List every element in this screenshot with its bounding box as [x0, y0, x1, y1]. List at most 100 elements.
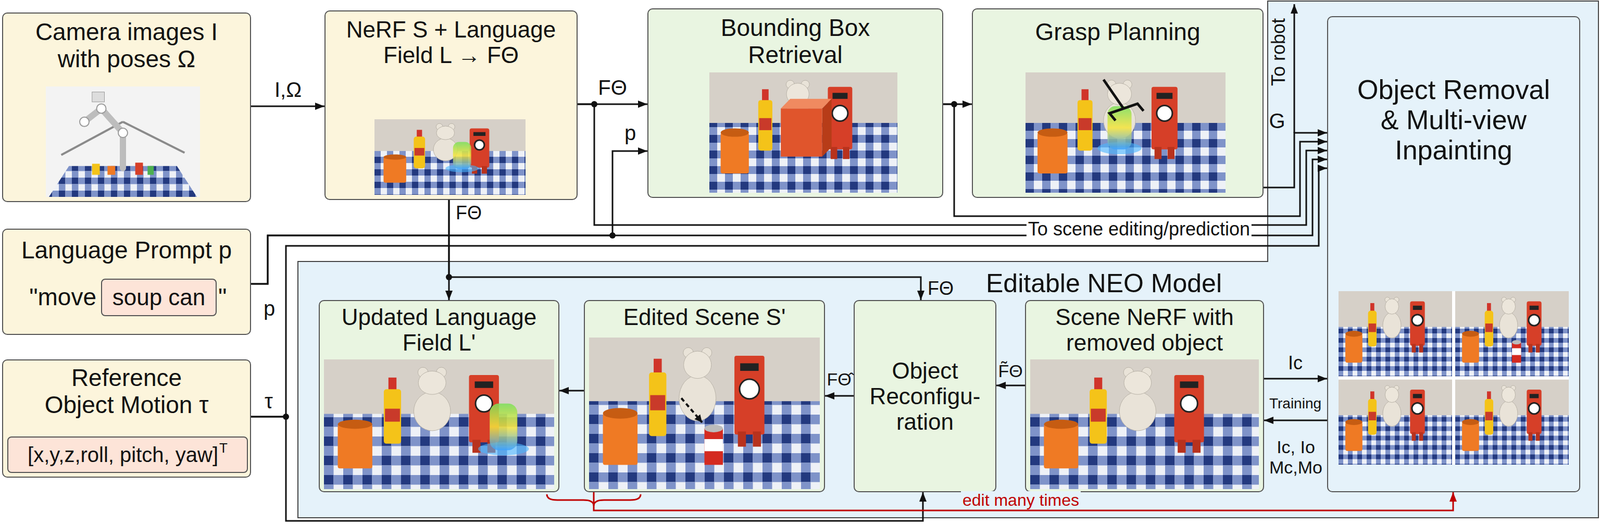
robot-eyes [832, 92, 848, 99]
edge-label: F̃Θ [996, 361, 1024, 381]
cup [1345, 333, 1363, 364]
robot-leg [1411, 432, 1417, 441]
bottle-cap [416, 129, 422, 137]
inpainting-view [1338, 291, 1453, 377]
bottle-label [1078, 118, 1092, 131]
table-object [92, 163, 100, 175]
node-title: NeRF S + Language Field L → FΘ [328, 16, 574, 69]
bottle-cap [1370, 391, 1375, 400]
soup-can-top [704, 424, 723, 433]
heatmap [489, 403, 518, 451]
connector [559, 390, 584, 392]
mustard-bottle [383, 389, 402, 444]
cup [1461, 421, 1480, 452]
arm-joint [79, 117, 90, 127]
mustard-bottle [1077, 100, 1093, 151]
cup-rim [1043, 419, 1079, 429]
robot-leg [1154, 146, 1162, 159]
illustration [45, 86, 200, 197]
cup [1037, 132, 1068, 174]
bottle-label [1368, 323, 1377, 332]
bounding-box-side [822, 98, 832, 157]
motion-arrow [681, 397, 703, 423]
highlight-box: [x,y,z,roll, pitch, yaw]T [7, 436, 248, 473]
bottle-cap [1081, 89, 1089, 102]
bear-head [1384, 298, 1399, 315]
cup-rim [383, 154, 407, 160]
bear-body [1499, 400, 1518, 427]
arm-joint [96, 103, 107, 114]
robot-dial [739, 379, 760, 399]
heatmap [453, 142, 472, 170]
edge-label: τ [263, 390, 275, 412]
edge-label: FΘ̂ [825, 369, 853, 389]
input-box: Reference Object Motion τ[x,y,z,roll, pi… [2, 359, 252, 478]
robot-leg [472, 439, 481, 453]
wall [1025, 72, 1226, 193]
bear-body [1382, 400, 1402, 427]
mustard-bottle [1089, 389, 1107, 444]
robot-dial [1156, 105, 1173, 122]
robot-leg [738, 431, 747, 447]
to-robot-arrow [1293, 4, 1296, 133]
toy-robot [469, 128, 490, 168]
bottle-label [414, 147, 425, 156]
robot-eyes [1413, 393, 1422, 398]
editable-panel: Editable NEO ModelUpdated Language Field… [297, 261, 1595, 518]
annotation: To robot [1268, 16, 1289, 88]
bottle-cap [653, 358, 662, 374]
connector [1264, 378, 1328, 380]
process-box: Object Removal & Multi-view Inpainting [1327, 16, 1581, 493]
robot-dial [1180, 394, 1198, 412]
robot-arm [84, 108, 123, 168]
bear-head [1501, 298, 1516, 315]
node-title: Edited Scene S' [623, 304, 786, 330]
robot-leg [1419, 343, 1424, 353]
annotation: To scene editing/prediction [1026, 219, 1252, 240]
node-title: [x,y,z,roll, pitch, yaw] [27, 443, 219, 467]
robot-leg [842, 146, 850, 159]
process-box: Edited Scene S' [583, 300, 825, 493]
process-box: Updated Language Field L' [318, 300, 560, 493]
wall [709, 72, 898, 193]
toy-robot [1174, 375, 1205, 443]
bottle-label [1368, 411, 1377, 421]
bear-head [418, 370, 446, 395]
table-object [107, 166, 116, 175]
robot-eyes [1180, 381, 1199, 388]
tripod-leg [122, 121, 185, 153]
connector [448, 200, 921, 300]
model-box: NeRF S + Language Field L → FΘ [324, 10, 578, 200]
table-object [135, 162, 144, 175]
bottle-label [384, 408, 400, 422]
inpainting-view [1455, 379, 1569, 466]
robot-leg [1177, 439, 1186, 453]
robot-leg [1535, 343, 1541, 353]
robot-dial [1528, 314, 1540, 326]
bear-body [679, 375, 717, 421]
soup-can-top [1511, 340, 1521, 345]
bottle-cap [1370, 303, 1375, 312]
bottle-label [759, 118, 772, 131]
robot-leg [1411, 343, 1417, 353]
process-box: Bounding Box Retrieval [647, 8, 944, 198]
bear-head [683, 351, 712, 379]
bottle-label [1485, 323, 1493, 332]
robot-leg [1528, 432, 1533, 441]
connector [251, 105, 325, 108]
robot-leg [753, 431, 762, 447]
cup [603, 413, 638, 466]
bear-body [1382, 312, 1402, 339]
robot-eyes [740, 363, 759, 371]
soup-can [1511, 342, 1521, 363]
toy-robot [734, 355, 765, 435]
robot-eyes [1156, 92, 1173, 99]
gripper [1109, 103, 1144, 121]
edge-label: I,Ω [272, 78, 304, 101]
bear-head [1384, 386, 1399, 403]
arrowhead [694, 414, 703, 423]
wall [1338, 379, 1453, 466]
editable-region [297, 1, 1599, 518]
process-box: Grasp Planning [971, 8, 1264, 198]
robot-eyes [475, 381, 494, 388]
